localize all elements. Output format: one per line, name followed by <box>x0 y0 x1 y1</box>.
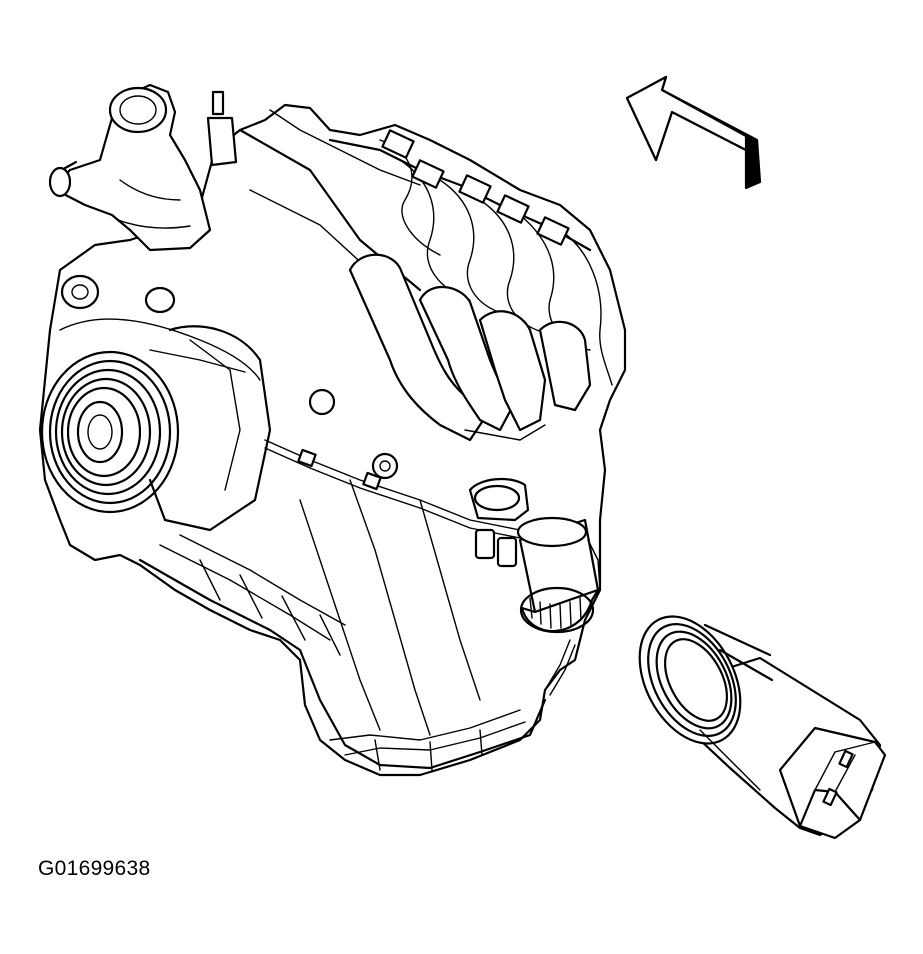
oil-pan <box>138 479 547 771</box>
oil-filter <box>516 516 601 634</box>
crankshaft-pulley <box>40 350 180 514</box>
exhaust-manifold <box>348 253 592 442</box>
oil-pressure-sensor-closeup <box>638 615 887 840</box>
front-direction-arrow-icon <box>625 75 762 190</box>
engine-assembly <box>38 83 627 777</box>
injector-connectors <box>381 129 570 246</box>
figure-id-label: G01699638 <box>38 857 151 880</box>
